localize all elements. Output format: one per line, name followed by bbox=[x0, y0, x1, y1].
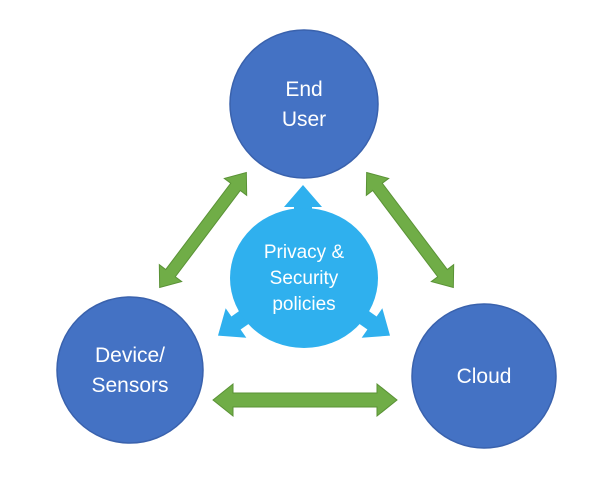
center-label-line2: Security bbox=[270, 268, 339, 289]
node-cloud: Cloud bbox=[411, 303, 557, 449]
arrow-device-cloud bbox=[212, 382, 398, 418]
privacy-security-policies: Privacy & Security policies bbox=[217, 185, 391, 348]
node-device-sensors: Device/ Sensors bbox=[56, 296, 204, 444]
node-end-user: End User bbox=[229, 29, 379, 179]
arrow-end-user-cloud bbox=[365, 171, 455, 289]
node-device-label-line1: Device/ bbox=[95, 344, 165, 367]
center-label-line3: policies bbox=[272, 294, 335, 315]
arrow-end-user-device bbox=[158, 171, 248, 289]
node-device-label-line2: Sensors bbox=[91, 374, 168, 397]
center-circle bbox=[230, 208, 378, 348]
center-label-line1: Privacy & bbox=[264, 242, 345, 263]
node-cloud-label: Cloud bbox=[457, 365, 512, 388]
node-end-user-label-line2: User bbox=[282, 108, 326, 131]
center-arrow-up bbox=[284, 185, 322, 225]
node-end-user-label-line1: End bbox=[285, 78, 322, 101]
